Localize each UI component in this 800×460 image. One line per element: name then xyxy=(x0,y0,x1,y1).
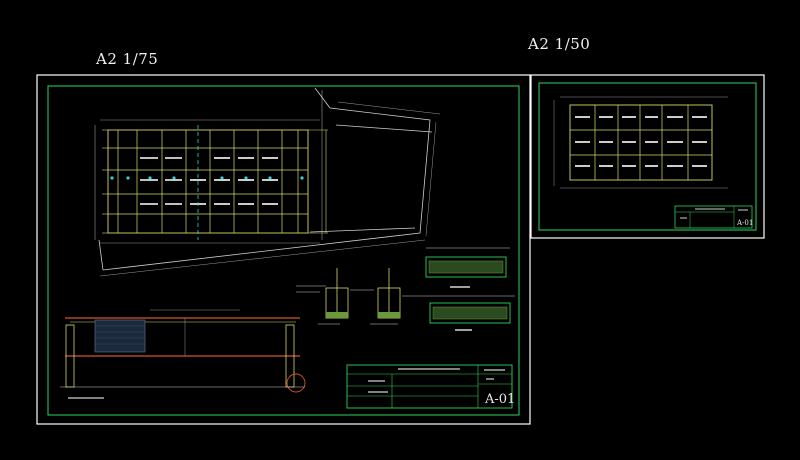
sheet-a2-1-50: A-01 xyxy=(530,74,765,239)
sheet-code-right: A-01 xyxy=(736,219,753,227)
scale-label-a2-1-50: A2 1/50 xyxy=(528,35,591,53)
inner-border-right xyxy=(538,82,757,231)
sheet-a2-1-75: A-01 xyxy=(36,74,531,425)
slab-sections xyxy=(420,247,515,331)
scale-label-a2-1-75: A2 1/75 xyxy=(96,50,159,68)
title-block-right: A-01 xyxy=(674,205,753,229)
floor-plan-right xyxy=(553,96,728,189)
title-block-left: A-01 xyxy=(346,364,515,409)
sheet-frame-right xyxy=(530,74,765,239)
plan-outline xyxy=(107,129,309,234)
floor-plan xyxy=(94,90,328,244)
inner-border-left xyxy=(47,85,520,416)
sheet-code-left: A-01 xyxy=(484,392,515,407)
site-outline xyxy=(98,87,433,271)
sheet-frame-left xyxy=(36,74,531,425)
footing-details xyxy=(296,268,420,325)
elevation-section xyxy=(60,309,306,399)
